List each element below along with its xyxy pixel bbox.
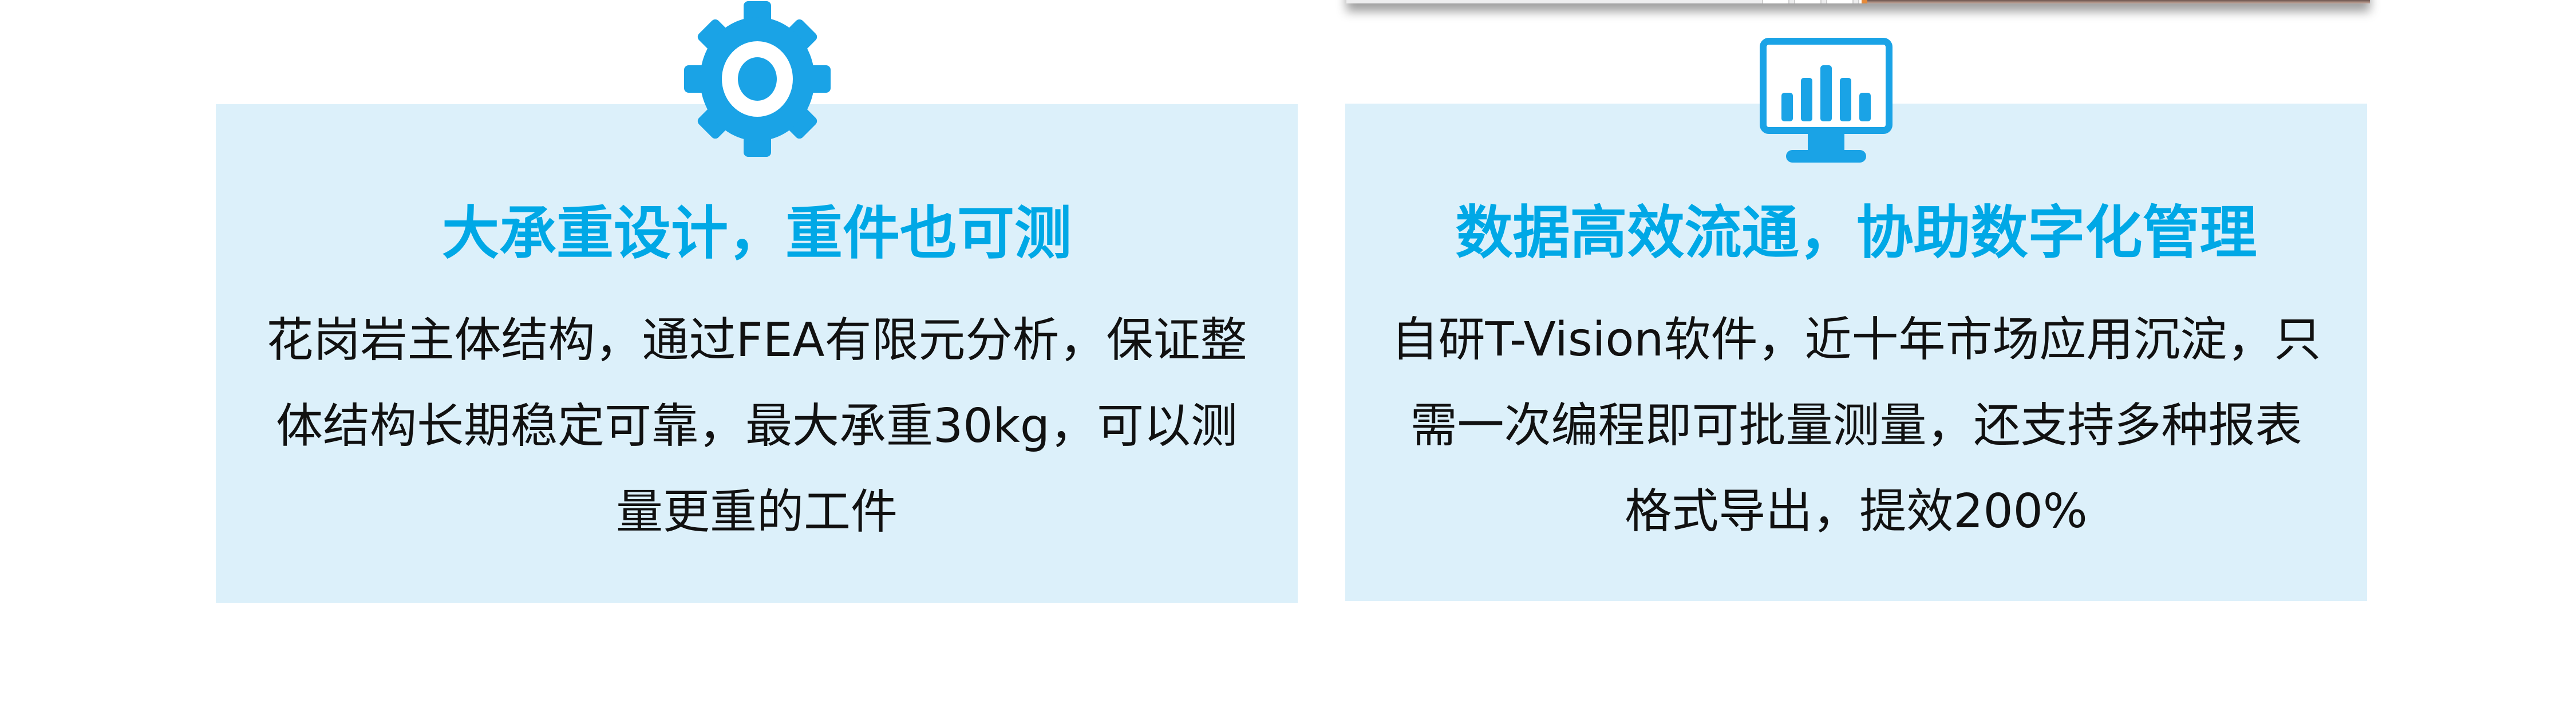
feature-description-line: 需一次编程即可批量测量，还支持多种报表: [1410, 398, 2302, 453]
feature-title: 大承重设计，重件也可测: [442, 200, 1072, 267]
feature-card-data-management: 数据高效流通，协助数字化管理 自研T-Vision软件，近十年市场应用沉淀，只 …: [1345, 104, 2367, 601]
product-photo-edge: [1346, 0, 2370, 3]
feature-description-line: 体结构长期稳定可靠，最大承重30kg，可以测: [276, 399, 1238, 453]
feature-description-line: 格式导出，提效200%: [1625, 484, 2088, 539]
photo-accent: [1862, 0, 1871, 3]
photo-thumbnail: [1794, 0, 1822, 3]
monitor-chart-icon: [1760, 38, 1893, 164]
feature-description-line: 自研T-Vision软件，近十年市场应用沉淀，只: [1391, 313, 2321, 367]
photo-thumbnail: [1762, 0, 1789, 3]
feature-description-line: 量更重的工件: [615, 485, 898, 539]
feature-description: 花岗岩主体结构，通过FEA有限元分析，保证整 体结构长期稳定可靠，最大承重30k…: [250, 298, 1263, 555]
photo-thumbnail: [1826, 0, 1854, 3]
feature-title: 数据高效流通，协助数字化管理: [1455, 199, 2257, 266]
photo-dark-region: [1867, 0, 2370, 3]
feature-description: 自研T-Vision软件，近十年市场应用沉淀，只 需一次编程即可批量测量，还支持…: [1380, 297, 2333, 555]
feature-card-load-capacity: 大承重设计，重件也可测 花岗岩主体结构，通过FEA有限元分析，保证整 体结构长期…: [216, 104, 1298, 603]
feature-description-line: 花岗岩主体结构，通过FEA有限元分析，保证整: [266, 313, 1247, 368]
gear-icon: [684, 0, 831, 158]
